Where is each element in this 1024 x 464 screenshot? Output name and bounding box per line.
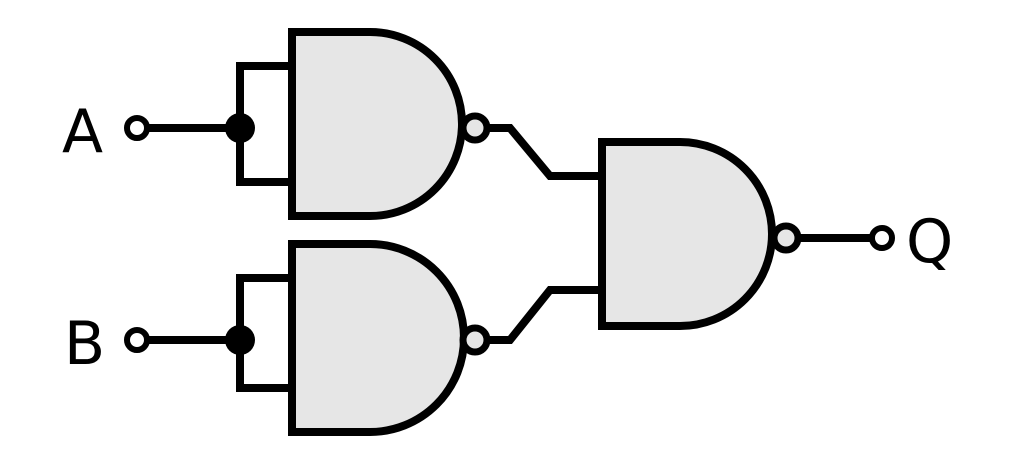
input-b-wiring xyxy=(124,274,292,392)
output-terminal-q xyxy=(869,225,895,251)
input-terminal-a xyxy=(124,115,150,141)
nand-gate-1 xyxy=(288,28,491,220)
wire-gate1-to-gate3 xyxy=(488,124,602,180)
input-label-b: B xyxy=(64,309,105,379)
input-a-wiring xyxy=(124,62,292,186)
inversion-bubble xyxy=(459,112,491,144)
inversion-bubble xyxy=(459,324,491,356)
junction-dot-b xyxy=(225,325,255,355)
nand-gate-2 xyxy=(288,240,491,436)
input-label-a: A xyxy=(62,97,103,167)
output-label-q: Q xyxy=(906,207,953,277)
nand-gate-3 xyxy=(598,138,802,330)
inversion-bubble xyxy=(770,222,802,254)
wire-gate2-to-gate3 xyxy=(488,286,602,344)
junction-dot-a xyxy=(225,113,255,143)
input-terminal-b xyxy=(124,327,150,353)
